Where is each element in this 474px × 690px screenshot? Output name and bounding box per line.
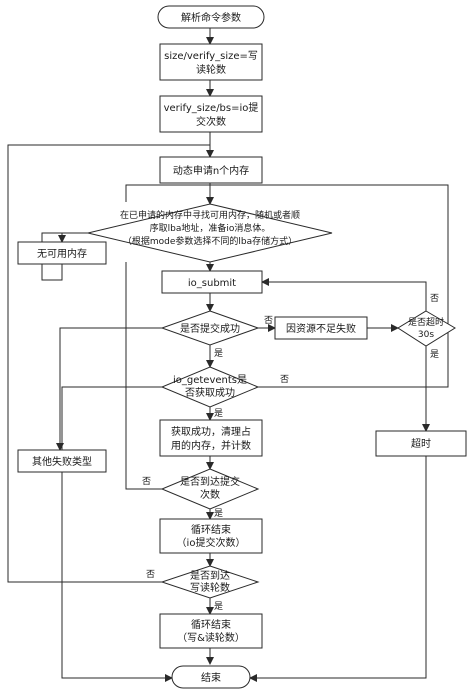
- timeout-check-line2: 30s: [418, 330, 434, 340]
- submit-ok-text: 是否提交成功: [180, 322, 240, 335]
- loop-end-submit-line2: （io提交次数）: [177, 536, 246, 549]
- timeout-check-line1: 是否超时: [408, 316, 444, 328]
- node-submit-ok-diamond: 是否提交成功: [160, 310, 260, 346]
- node-end: 结束: [171, 665, 251, 689]
- write-rounds-line1: size/verify_size=写: [164, 50, 258, 62]
- loop-end-rounds-line1: 循环结束: [191, 618, 231, 631]
- node-write-rounds: size/verify_size=写 读轮数: [159, 43, 263, 81]
- find-mem-line1: 在已申请的内存中寻找可用内存，随机或者顺: [120, 209, 300, 221]
- label-timeout-check-yes: 是: [430, 349, 439, 360]
- getevents-line1: io_getevents是: [173, 374, 247, 386]
- write-rounds-line2: 读轮数: [196, 63, 226, 76]
- node-loop-end-submit: 循环结束 （io提交次数）: [159, 518, 263, 554]
- label-submit-reached-yes: 是: [214, 508, 223, 519]
- rounds-reached-line1: 是否到达: [190, 570, 230, 582]
- no-mem-text: 无可用内存: [37, 247, 87, 260]
- submit-reached-line2: 次数: [200, 488, 220, 501]
- label-rounds-reached-no: 否: [146, 569, 155, 580]
- node-submit-count: verify_size/bs=io提 交次数: [159, 95, 263, 133]
- arrow-other-fail-to-end: [61, 472, 173, 682]
- start-text: 解析命令参数: [181, 11, 241, 24]
- arrow-getevents-no: [125, 184, 449, 388]
- node-start: 解析命令参数: [157, 5, 265, 29]
- resource-fail-text: 因资源不足失败: [286, 322, 356, 335]
- node-getevents-diamond: io_getevents是 否获取成功: [160, 366, 260, 408]
- node-no-mem: 无可用内存: [17, 241, 107, 265]
- label-getevents-yes: 是: [214, 408, 223, 419]
- node-timeout-check-diamond: 是否超时 30s: [397, 310, 456, 347]
- submit-count-line1: verify_size/bs=io提: [164, 102, 259, 114]
- arrow-timeout-to-end: [249, 456, 427, 682]
- submit-count-line2: 交次数: [196, 115, 226, 128]
- arrow-rounds-no-loop: [7, 144, 210, 583]
- rounds-reached-line2: 写读轮数: [190, 581, 230, 594]
- cleanup-line2: 用的内存，并计数: [171, 439, 251, 452]
- find-mem-line2: 序取lba地址，准备io消息体。: [150, 222, 271, 234]
- arrow-reached-no-loop: [125, 262, 162, 490]
- label-rounds-reached-yes: 是: [214, 601, 223, 612]
- label-submit-reached-no: 否: [142, 476, 151, 487]
- node-cleanup: 获取成功，清理占 用的内存，并计数: [159, 419, 263, 457]
- end-text: 结束: [201, 671, 221, 684]
- loop-end-submit-line1: 循环结束: [191, 523, 231, 536]
- node-other-fail: 其他失败类型: [17, 449, 107, 473]
- node-alloc-mem: 动态申请n个内存: [159, 156, 263, 184]
- loop-end-rounds-line2: （写&读轮数）: [177, 631, 245, 644]
- arrow-no-mem-loop: [41, 232, 118, 281]
- node-io-submit: io_submit: [161, 270, 263, 294]
- label-timeout-check-no: 否: [430, 293, 439, 304]
- timeout-text: 超时: [411, 437, 431, 450]
- cleanup-line1: 获取成功，清理占: [171, 425, 251, 438]
- node-submit-reached-diamond: 是否到达提交 次数: [160, 468, 260, 510]
- other-fail-text: 其他失败类型: [32, 455, 92, 468]
- node-timeout: 超时: [375, 430, 467, 457]
- find-mem-line3: （根据mode参数选择不同的lba存储方式）: [123, 235, 297, 247]
- io-submit-text: io_submit: [188, 278, 236, 289]
- arrow-getevents-to-other: [61, 386, 162, 450]
- node-loop-end-rounds: 循环结束 （写&读轮数）: [159, 613, 263, 649]
- label-submit-ok-no: 否: [264, 315, 273, 326]
- getevents-line2: 否获取成功: [185, 387, 235, 399]
- branch-labels: 否 是 否 是 否 是 否 是 否 是: [142, 293, 439, 612]
- arrow-timeout-check-no: [261, 278, 427, 311]
- alloc-mem-text: 动态申请n个内存: [173, 164, 249, 177]
- arrow-check-to-other-fail: [56, 327, 162, 451]
- label-submit-ok-yes: 是: [214, 348, 223, 359]
- node-resource-fail: 因资源不足失败: [274, 316, 368, 340]
- connectors: [7, 28, 449, 682]
- label-getevents-no: 否: [280, 374, 289, 385]
- submit-reached-line1: 是否到达提交: [180, 475, 240, 488]
- node-find-mem-diamond: 在已申请的内存中寻找可用内存，随机或者顺 序取lba地址，准备io消息体。 （根…: [87, 203, 333, 263]
- node-rounds-reached-diamond: 是否到达 写读轮数: [160, 565, 260, 599]
